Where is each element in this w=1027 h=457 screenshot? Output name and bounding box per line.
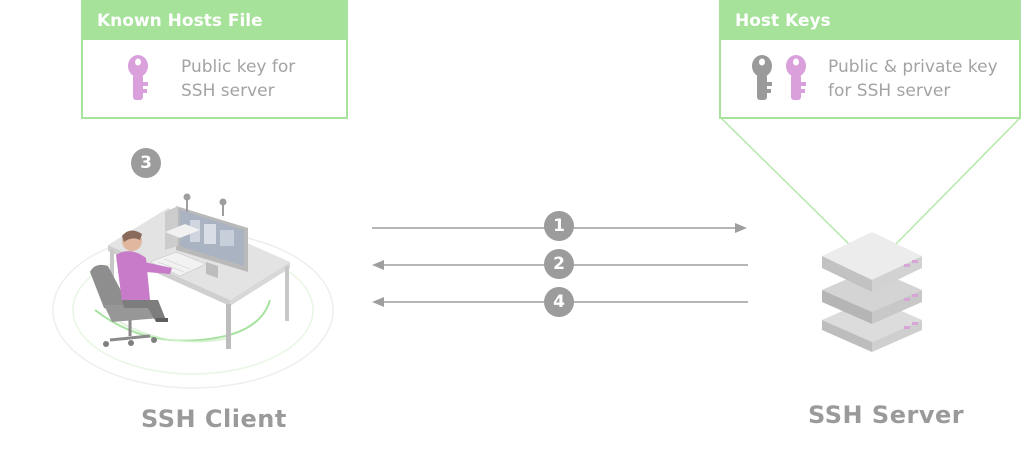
public-key-icon — [786, 55, 806, 100]
ssh-server-label: SSH Server — [808, 401, 965, 429]
step-1-badge: 1 — [544, 211, 574, 241]
host-keys-connector-left — [720, 117, 851, 246]
host-keys-connector-right — [894, 117, 1021, 246]
ssh-client-label: SSH Client — [141, 405, 287, 433]
ssh-server-illustration — [822, 232, 922, 352]
private-key-icon — [752, 55, 772, 100]
host-keys-card: Host Keys Public & private key for SSH s… — [719, 0, 1021, 119]
step-4-badge: 4 — [544, 287, 574, 317]
step-3-badge: 3 — [131, 148, 161, 178]
known-hosts-file-title: Known Hosts File — [83, 2, 346, 40]
ssh-client-illustration — [52, 193, 334, 389]
public-key-icon — [128, 55, 148, 100]
known-hosts-file-card: Known Hosts File Public key for SSH serv… — [81, 0, 348, 119]
known-hosts-file-body: Public key for SSH server — [83, 40, 346, 116]
host-keys-title: Host Keys — [721, 2, 1019, 40]
host-keys-description-line2: for SSH server — [828, 81, 951, 101]
host-keys-body: Public & private key for SSH server — [721, 40, 1019, 116]
known-hosts-description-line2: SSH server — [181, 81, 275, 101]
known-hosts-description-line1: Public key for — [181, 57, 296, 77]
host-keys-description-line1: Public & private key — [828, 57, 998, 77]
step-2-badge: 2 — [544, 249, 574, 279]
